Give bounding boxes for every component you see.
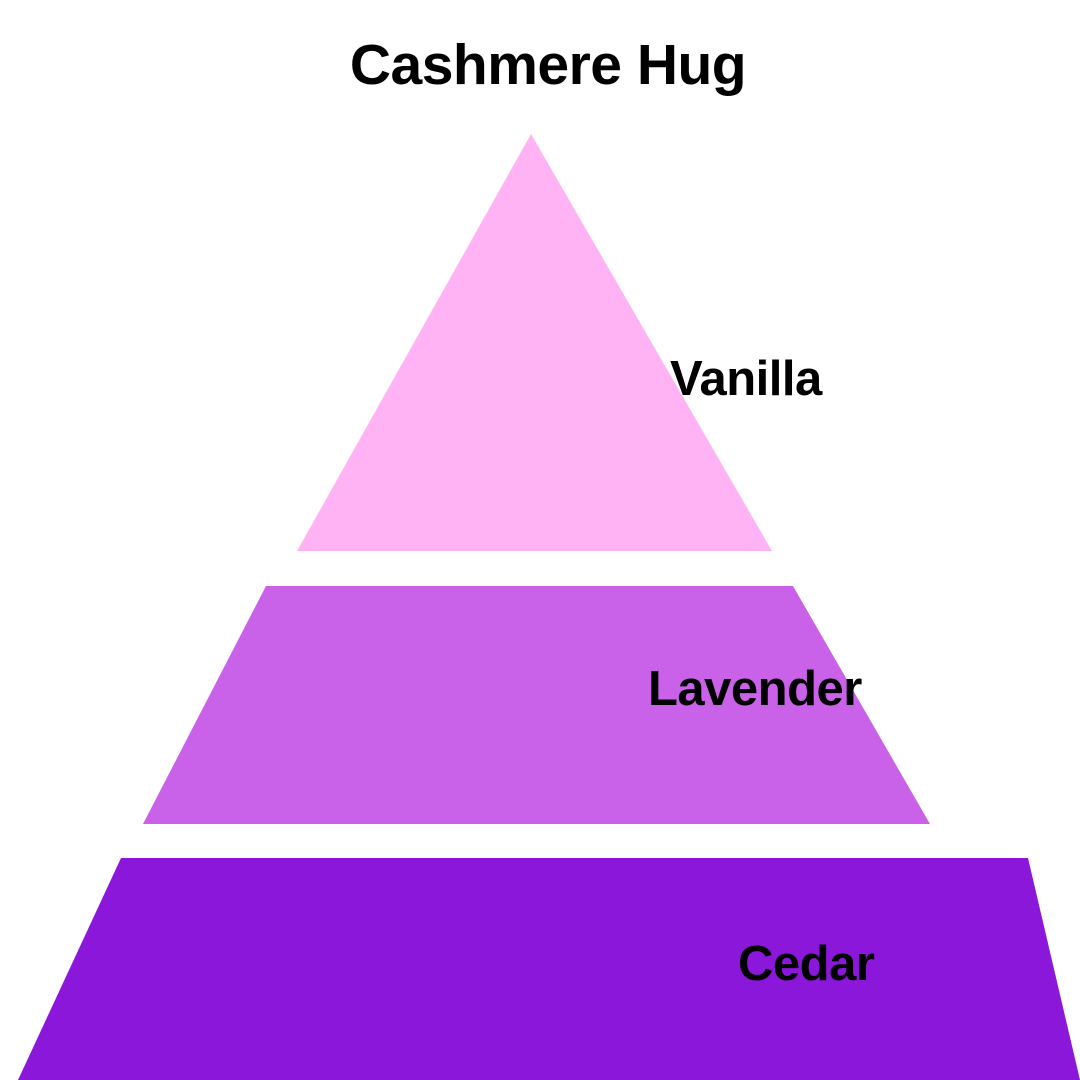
pyramid-label-cedar: Cedar (738, 937, 875, 991)
pyramid-label-lavender: Lavender (648, 662, 862, 716)
pyramid-label-vanilla: Vanilla (670, 352, 822, 406)
chart-title: Cashmere Hug (0, 33, 1080, 97)
pyramid-segment-cedar[interactable] (18, 858, 1080, 1080)
pyramid-segment-vanilla[interactable] (297, 134, 772, 551)
chart-title-text: Cashmere Hug (349, 33, 747, 97)
pyramid-segment-lavender[interactable] (143, 586, 930, 824)
